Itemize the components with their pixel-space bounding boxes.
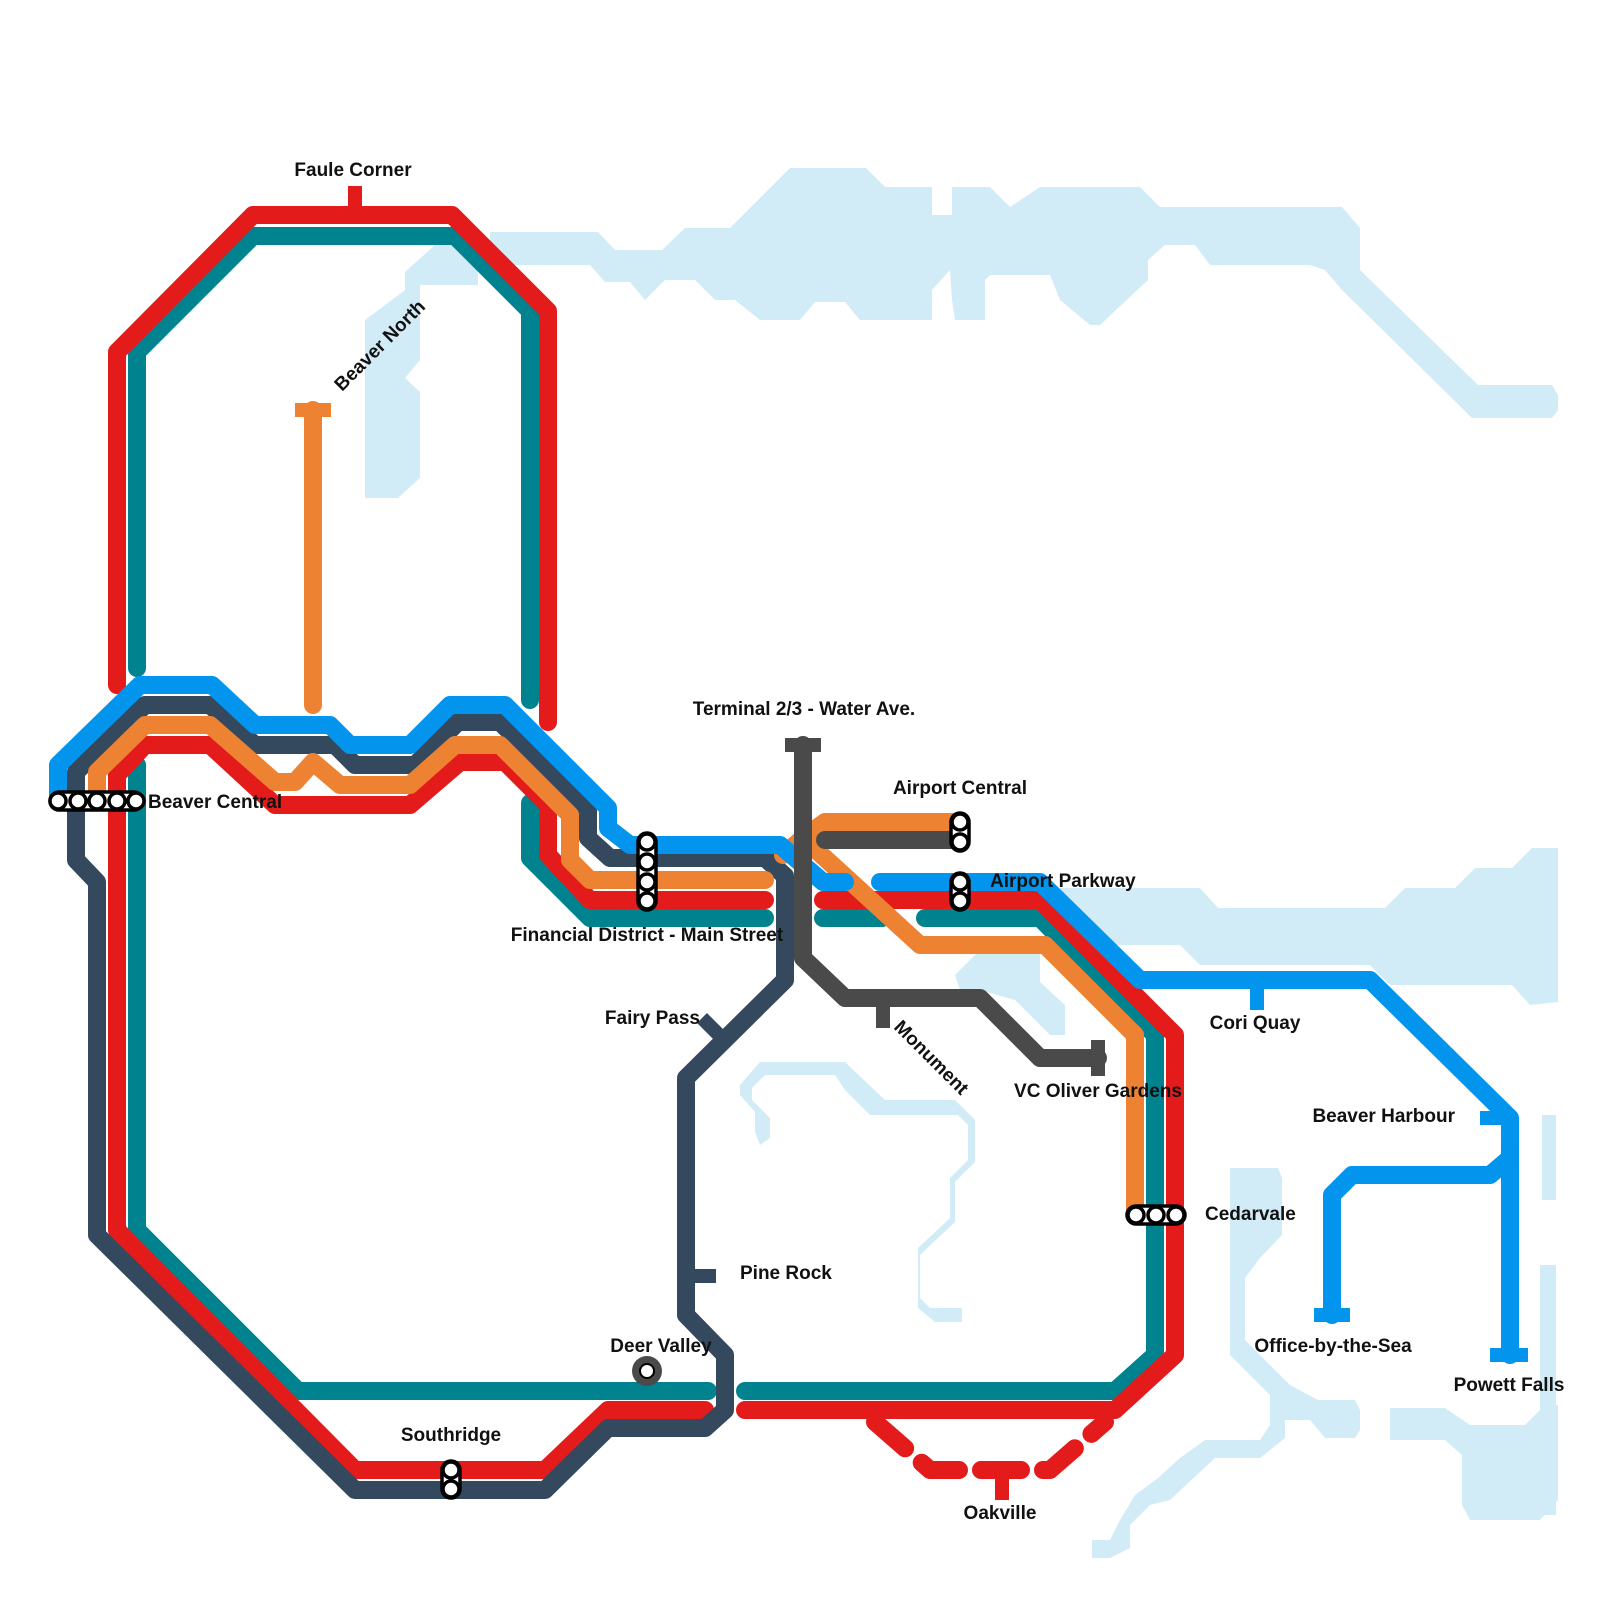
red-line-oakville-branch-dashed[interactable] (866, 1413, 1114, 1479)
water-east-channel (1060, 848, 1558, 1005)
deer-valley-marker[interactable] (632, 1356, 662, 1386)
water-east-strip-1 (1542, 1115, 1556, 1200)
red-line-north-loop[interactable] (108, 206, 557, 731)
teal-line-east-loop[interactable] (736, 909, 1164, 1400)
station-markers (48, 790, 1187, 1500)
orange-line[interactable] (88, 401, 1144, 1221)
label-terminal[interactable]: Terminal 2/3 - Water Ave. (693, 699, 915, 720)
red-line[interactable] (108, 186, 1184, 1500)
red-line-south[interactable] (108, 1221, 714, 1479)
label-powett-falls[interactable]: Powett Falls (1454, 1375, 1565, 1396)
water-beaver-north-inlet (365, 245, 478, 498)
navy-line[interactable] (67, 696, 794, 1499)
water-east-strip-2 (1540, 1265, 1556, 1515)
water-north-bay (490, 168, 1558, 418)
grey-line-main[interactable] (794, 736, 1107, 1067)
navy-line-fairy-pass-tick (697, 1013, 725, 1041)
orange-line-east[interactable] (794, 829, 1144, 1221)
label-financial-district[interactable]: Financial District - Main Street (511, 925, 784, 946)
navy-line-main[interactable] (67, 696, 794, 1499)
red-line-beaver-central-link[interactable] (108, 736, 774, 1239)
label-fairy-pass[interactable]: Fairy Pass (605, 1008, 700, 1029)
airport-parkway-marker[interactable] (949, 871, 971, 912)
water-south-east-shore (1390, 1405, 1558, 1520)
blue-line-office-branch[interactable] (1323, 1149, 1519, 1324)
teal-line-north-loop[interactable] (128, 227, 539, 709)
label-beaver-central[interactable]: Beaver Central (148, 792, 282, 813)
grey-line[interactable] (785, 736, 1107, 1076)
financial-district-marker[interactable] (636, 831, 658, 912)
label-airport-parkway[interactable]: Airport Parkway (990, 871, 1136, 892)
teal-line-west-south[interactable] (128, 756, 717, 1400)
beaver-central-marker[interactable] (48, 790, 146, 812)
label-vc-oliver-gardens[interactable]: VC Oliver Gardens (1014, 1081, 1182, 1102)
teal-line-central[interactable] (521, 794, 774, 927)
blue-line-west[interactable] (49, 676, 854, 891)
label-southridge[interactable]: Southridge (401, 1425, 501, 1446)
label-pine-rock[interactable]: Pine Rock (740, 1263, 832, 1284)
teal-line[interactable] (128, 227, 1164, 1400)
red-line-east[interactable] (736, 891, 1184, 1419)
water-southeast-basin (1092, 1168, 1360, 1558)
airport-central-marker[interactable] (949, 811, 971, 853)
label-deer-valley[interactable]: Deer Valley (610, 1336, 712, 1357)
blue-line[interactable] (49, 676, 1528, 1364)
southridge-marker[interactable] (440, 1459, 462, 1500)
label-faule-corner[interactable]: Faule Corner (294, 160, 412, 181)
label-airport-central[interactable]: Airport Central (893, 778, 1027, 799)
label-cori-quay[interactable]: Cori Quay (1210, 1013, 1301, 1034)
orange-line-main[interactable] (88, 716, 774, 889)
label-monument[interactable]: Monument (889, 1017, 972, 1100)
label-oakville[interactable]: Oakville (964, 1503, 1037, 1524)
label-beaver-harbour[interactable]: Beaver Harbour (1312, 1106, 1455, 1127)
label-office-by-the-sea[interactable]: Office-by-the-Sea (1254, 1336, 1412, 1357)
water-bodies (365, 168, 1558, 1558)
label-cedarvale[interactable]: Cedarvale (1205, 1204, 1296, 1225)
water-monument-lake (955, 945, 1065, 1035)
cedarvale-marker[interactable] (1125, 1204, 1187, 1226)
